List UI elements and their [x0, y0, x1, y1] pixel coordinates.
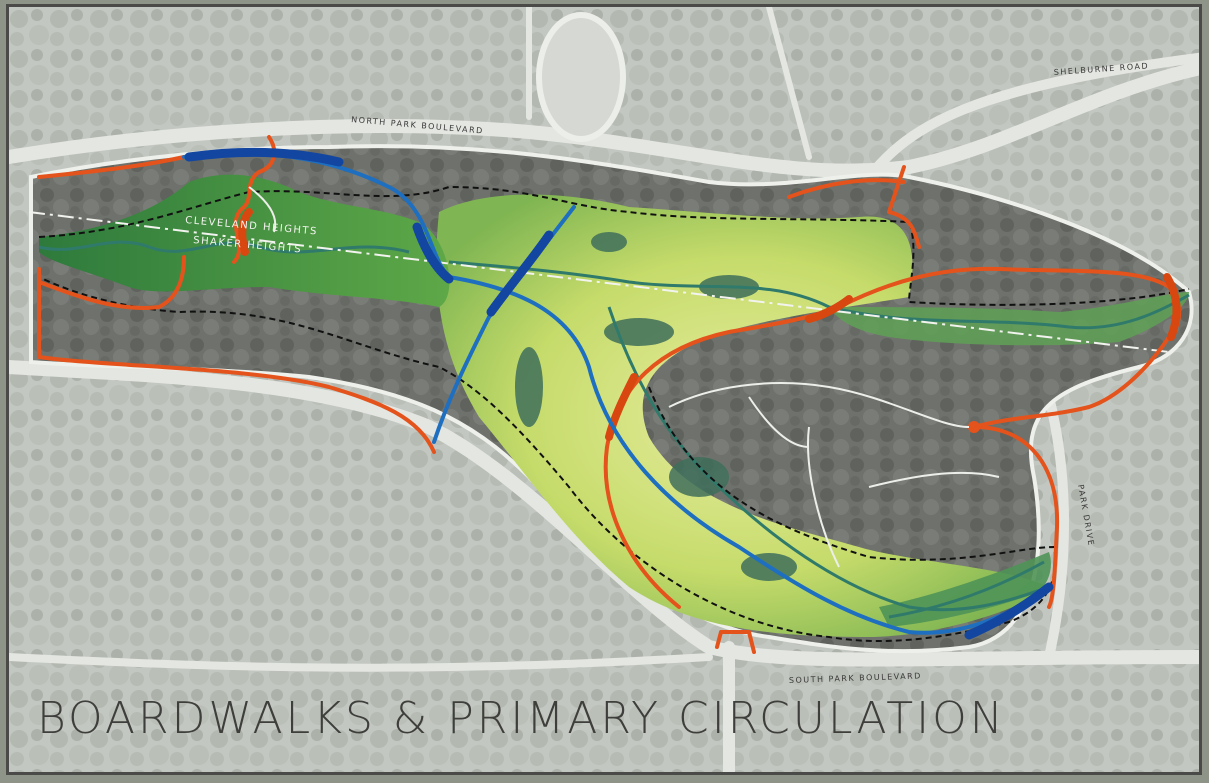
- trail-junction-marker: [968, 421, 980, 433]
- streams: [38, 240, 1190, 619]
- orange-path-east: [972, 335, 1171, 429]
- map-title: BOARDWALKS & PRIMARY CIRCULATION: [37, 693, 1006, 744]
- map-frame: NORTH PARK BOULEVARD SHELBURNE ROAD SOUT…: [6, 4, 1202, 775]
- orange-path-west-loop: [37, 255, 186, 310]
- orange-boardwalks: [238, 208, 1181, 441]
- blue-boardwalk-main: [182, 151, 1051, 635]
- orange-path-north: [787, 178, 906, 199]
- orange-path-south: [37, 267, 436, 454]
- interior-paths: [248, 186, 1000, 568]
- orange-path-south-entry: [715, 630, 756, 654]
- meadow-area: [436, 194, 1050, 637]
- boardwalk-highlights: [184, 147, 1054, 640]
- wetland-east: [829, 292, 1189, 346]
- park-map: NORTH PARK BOULEVARD SHELBURNE ROAD SOUT…: [9, 7, 1199, 772]
- municipal-boundary: [28, 211, 1170, 353]
- blue-boardwalk-cross: [432, 205, 576, 444]
- orange-path-north-spur: [887, 165, 921, 249]
- boardwalks: [182, 151, 1051, 635]
- orange-path-nw: [37, 155, 186, 179]
- ponds: [515, 232, 797, 581]
- track-field: [536, 12, 626, 142]
- orange-path-loop: [232, 135, 277, 264]
- orange-path-park-drive: [972, 425, 1060, 609]
